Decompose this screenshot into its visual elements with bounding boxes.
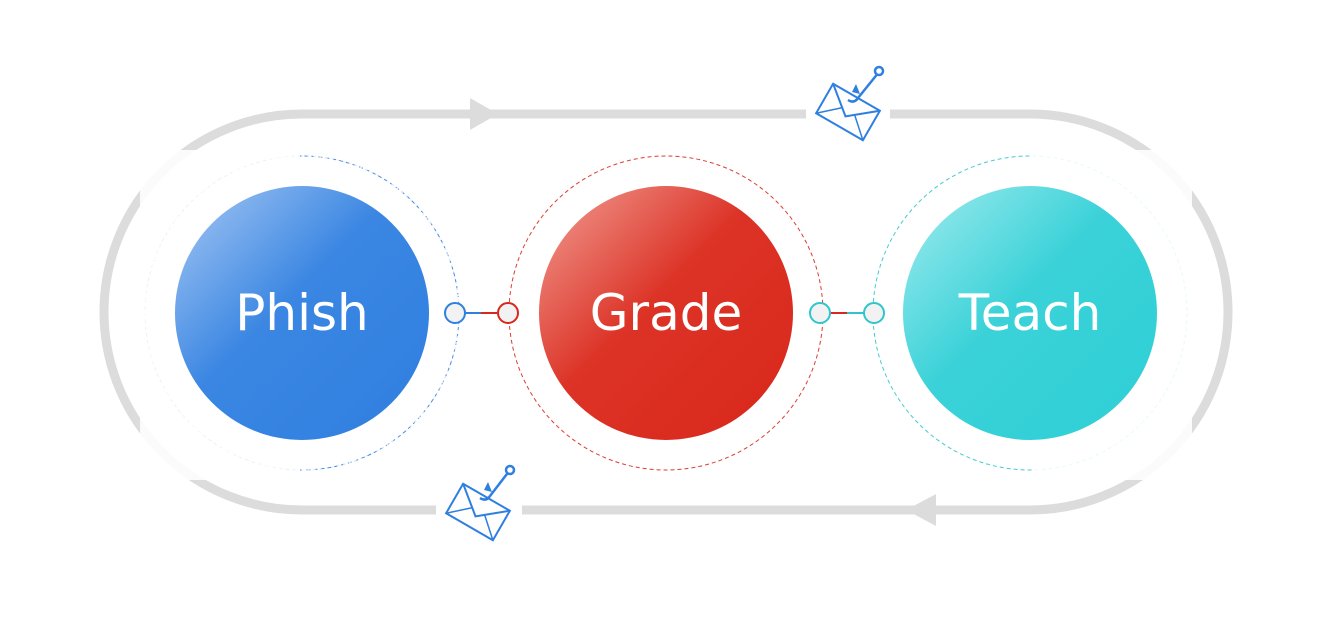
connector-dot-phish bbox=[444, 302, 466, 324]
connector-phish-grade bbox=[444, 302, 519, 324]
node-teach: Teach bbox=[903, 186, 1157, 440]
node-grade-label: Grade bbox=[590, 284, 742, 342]
fish-hook-icon bbox=[479, 464, 516, 501]
arrow-left-icon bbox=[906, 494, 936, 526]
node-phish: Phish bbox=[175, 186, 429, 440]
node-phish-circle bbox=[175, 186, 429, 440]
loop-path bbox=[99, 109, 1233, 515]
node-grade: Grade bbox=[539, 186, 793, 440]
node-grade-circle bbox=[539, 186, 793, 440]
connector-grade-teach bbox=[809, 302, 885, 324]
node-teach-label: Teach bbox=[958, 284, 1102, 342]
phishing-email-icon bbox=[814, 82, 882, 142]
arrow-right-icon bbox=[470, 98, 498, 130]
connector-dot-teach bbox=[863, 302, 885, 324]
fish-hook-icon bbox=[847, 65, 885, 103]
connector-dot-grade-right bbox=[809, 302, 831, 324]
node-teach-circle bbox=[903, 186, 1157, 440]
phishing-email-icon bbox=[444, 482, 512, 542]
connector-dot-grade bbox=[497, 302, 519, 324]
node-phish-label: Phish bbox=[235, 284, 368, 342]
